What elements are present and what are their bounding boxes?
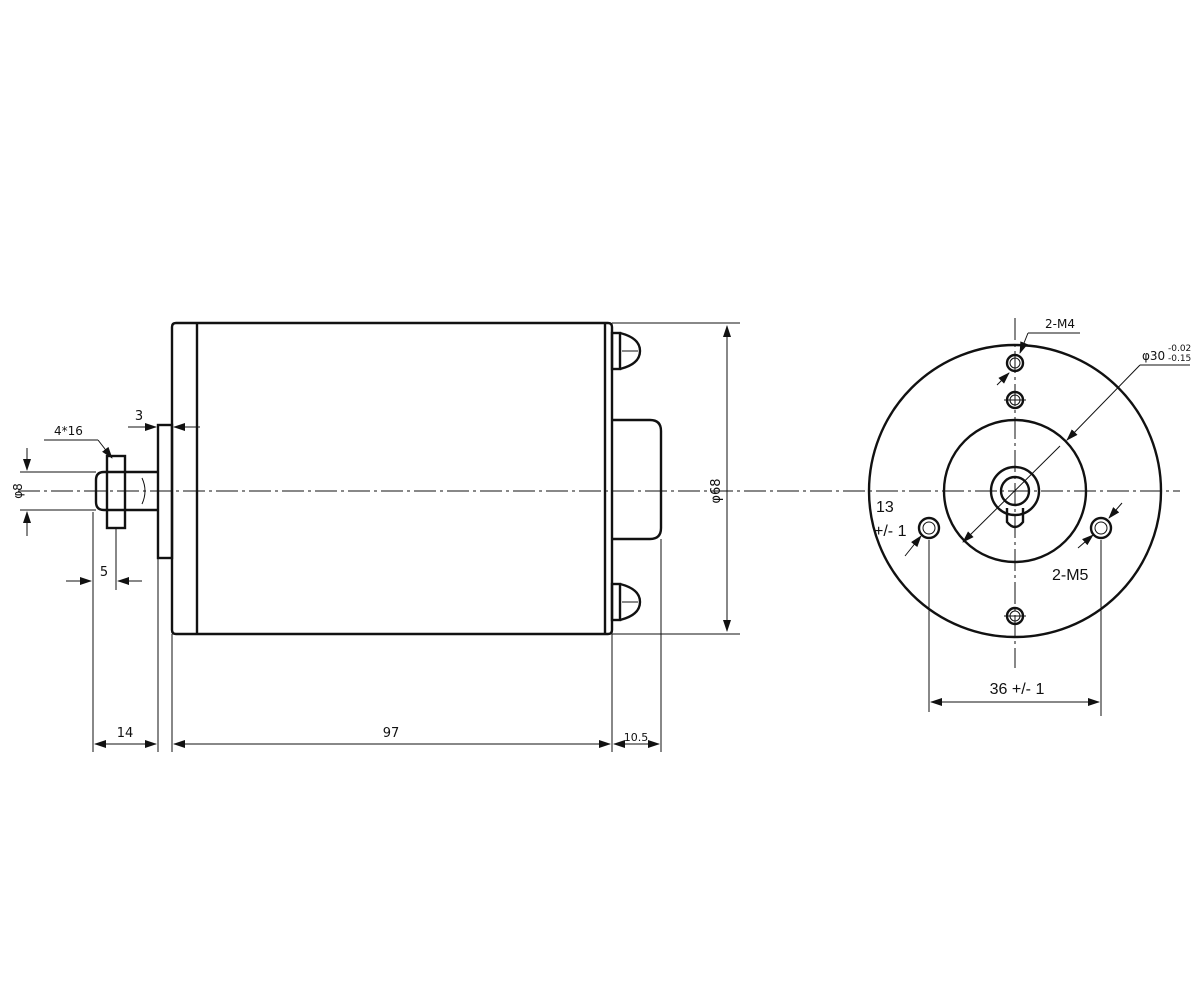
rear-length-label: 10.5 xyxy=(624,731,649,744)
dim-hole-spacing: 36 +/- 1 xyxy=(928,540,1102,716)
key-label: 4*16 xyxy=(54,424,83,438)
dim-shaft-length: 14 xyxy=(94,726,157,748)
shaft-inner-circle xyxy=(999,475,1031,507)
m5-hole-left xyxy=(917,516,941,540)
key-offset-label: 5 xyxy=(100,565,108,580)
dim-body-length: 97 xyxy=(173,726,611,748)
key-slot xyxy=(1005,508,1025,529)
offset-value: 13 xyxy=(876,499,894,516)
offset-tolerance: +/- 1 xyxy=(874,523,907,540)
shaft-diameter-label: φ8 xyxy=(11,483,25,499)
end-view-outer-circle xyxy=(867,343,1163,639)
dim-flange-thickness: 3 xyxy=(128,409,200,431)
m4-label: 2-M4 xyxy=(1045,317,1075,331)
shaft-length-label: 14 xyxy=(117,726,134,741)
m5-callout: 2-M5 xyxy=(1052,502,1123,584)
m5-hole-right xyxy=(1089,516,1113,540)
dim-rear-length: 10.5 xyxy=(613,731,660,748)
pilot-boss-circle xyxy=(942,418,1088,564)
pilot-tolerance-upper: -0.02 xyxy=(1168,344,1191,354)
dim-body-diameter: φ68 xyxy=(612,322,740,635)
hole-spacing-label: 36 +/- 1 xyxy=(990,681,1045,698)
m4-callout: 2-M4 xyxy=(996,317,1080,386)
m4-hole-bottom xyxy=(1004,606,1026,626)
offset-callout: 13 +/- 1 xyxy=(874,499,922,557)
flange-thickness-label: 3 xyxy=(135,409,143,424)
m5-label: 2-M5 xyxy=(1052,567,1089,584)
body-length-label: 97 xyxy=(383,726,400,741)
pilot-diameter-label: φ30 xyxy=(1142,349,1165,363)
pilot-diameter-callout: φ30 -0.02 -0.15 xyxy=(962,344,1191,543)
motor-body xyxy=(170,321,614,636)
key-callout: 4*16 xyxy=(44,424,113,459)
dim-shaft-diameter: φ8 xyxy=(11,448,96,536)
m4-hole-top xyxy=(1005,353,1025,373)
shaft xyxy=(94,470,158,512)
pilot-tolerance-lower: -0.15 xyxy=(1168,354,1191,364)
dim-key-offset: 5 xyxy=(66,512,142,590)
end-view: 2-M4 φ30 -0.02 -0.15 13 +/- 1 2-M5 xyxy=(867,317,1191,716)
m4-hole-second xyxy=(1004,390,1026,410)
side-view: φ68 φ8 4*16 3 5 xyxy=(11,321,1180,752)
front-flange xyxy=(156,423,174,560)
rear-screw-bottom xyxy=(610,582,642,622)
body-diameter-label: φ68 xyxy=(709,478,724,503)
rear-cap xyxy=(612,418,663,541)
rear-screw-top xyxy=(610,331,642,371)
shaft-key xyxy=(105,454,127,530)
shaft-circle xyxy=(989,465,1041,517)
